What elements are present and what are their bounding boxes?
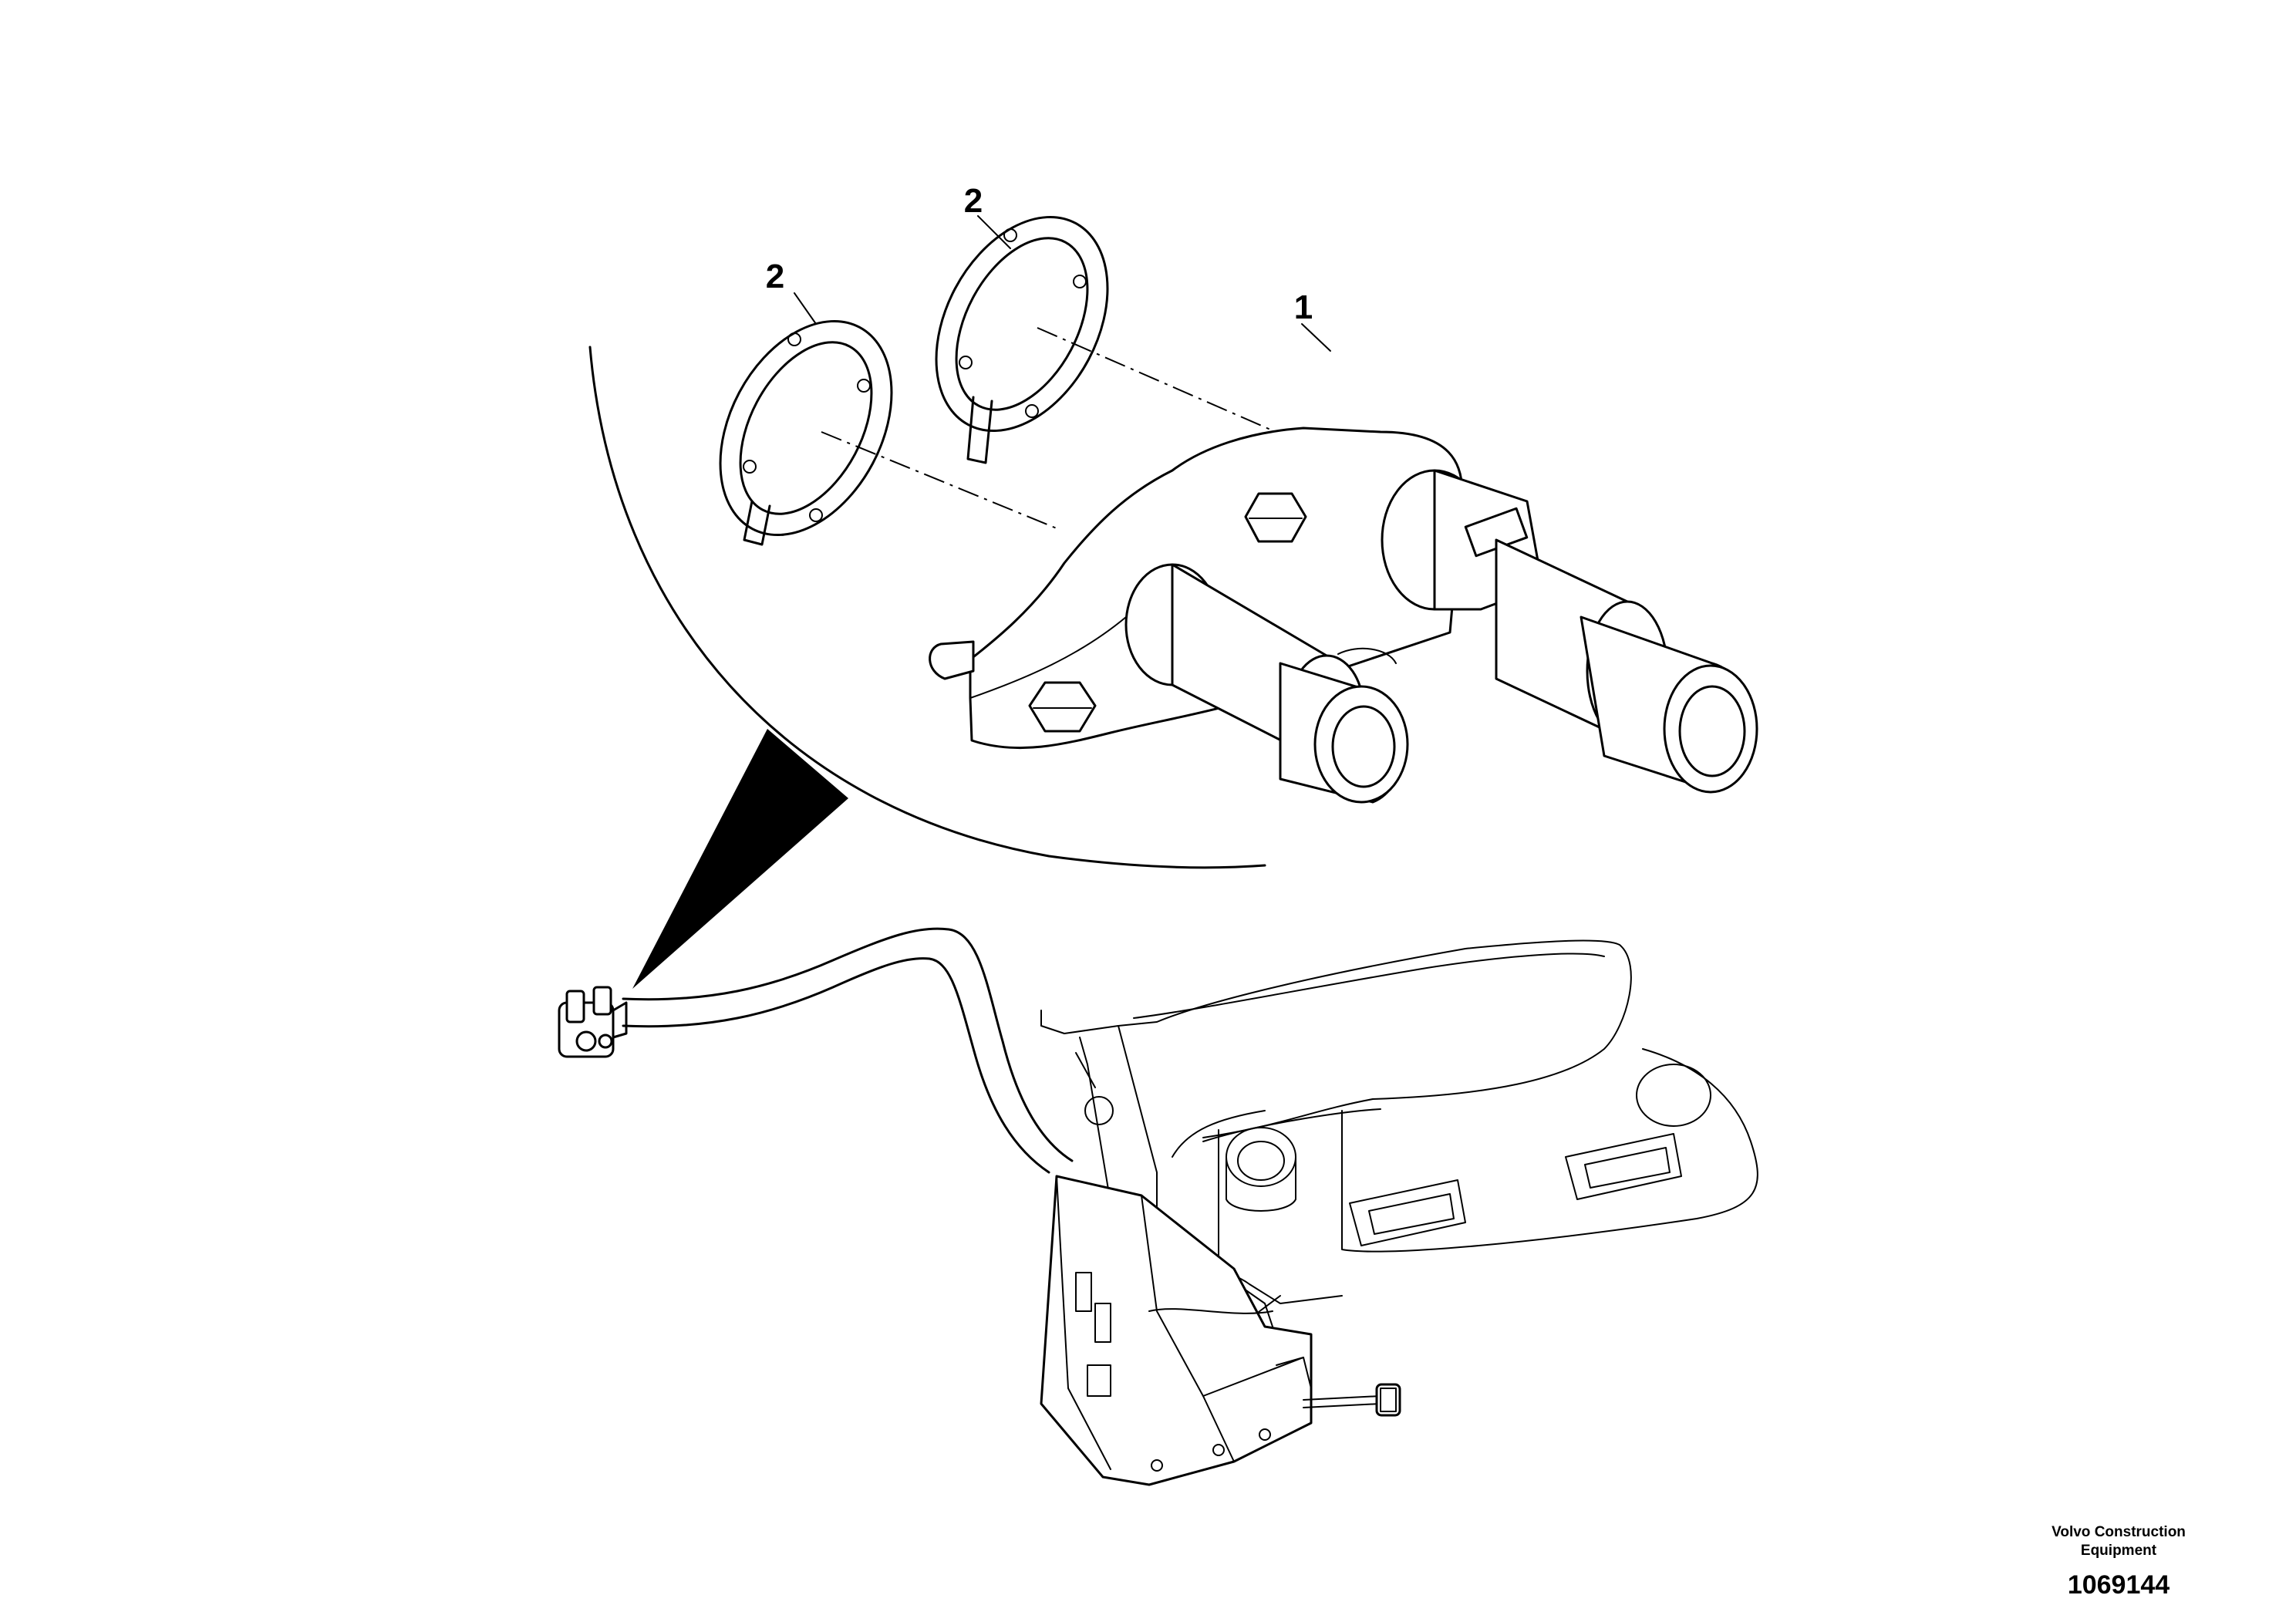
brand-line-2: Equipment [2080, 1543, 2157, 1559]
leader-item1 [1301, 323, 1331, 352]
centerline-right [1037, 327, 1312, 448]
hose-end-fitting [558, 986, 628, 1058]
callout-item-2-left: 2 [766, 258, 784, 295]
callout-item-1: 1 [1294, 288, 1313, 326]
connector-bolt [1303, 1383, 1401, 1417]
brand-caption: Volvo Construction Equipment [2003, 1523, 2234, 1560]
hydraulic-hose [622, 927, 1074, 1174]
leader-item2b [977, 215, 1011, 249]
callout-item-2-right: 2 [964, 182, 983, 220]
centerline-left [821, 431, 1057, 529]
control-box [1040, 1175, 1313, 1486]
leader-item2a [794, 292, 817, 325]
document-number: 1069144 [2067, 1570, 2170, 1600]
detail-view-arc [588, 346, 1266, 869]
detail-pointer-wedge [632, 729, 848, 989]
pin-bracket-part [929, 427, 1758, 804]
ring-part-left [719, 319, 893, 546]
ring-part-right [935, 215, 1109, 464]
brand-line-1: Volvo Construction [2052, 1524, 2186, 1540]
